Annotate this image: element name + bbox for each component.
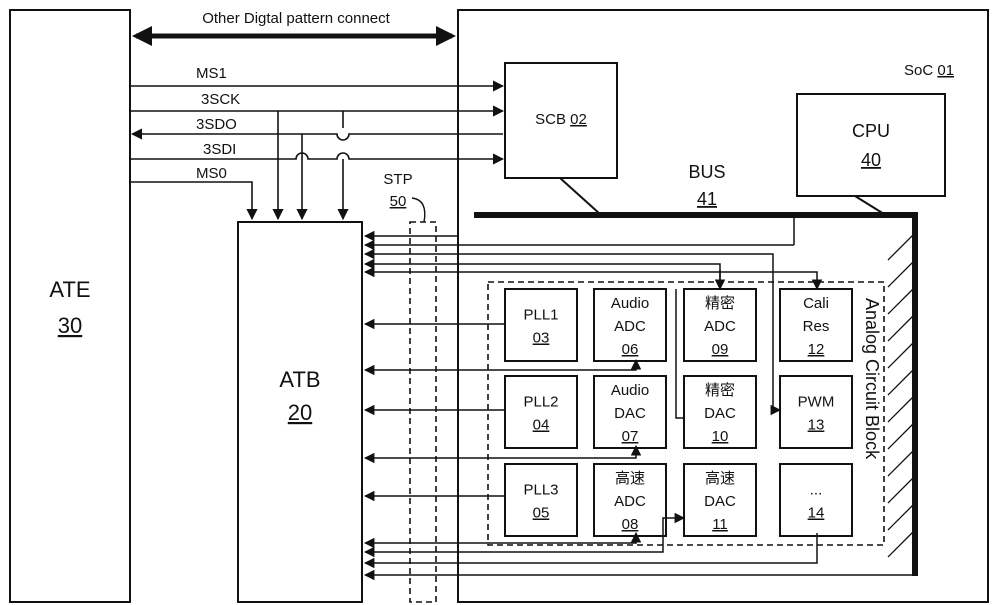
analog-block-label: Res: [803, 318, 830, 335]
analog-block-label: ...: [810, 482, 823, 499]
analog-block-08: 高速 ADC 08: [593, 463, 667, 537]
stp-label: STP: [383, 171, 412, 188]
signal-label-3sdo: 3SDO: [196, 116, 237, 133]
analog-block-11: 高速 DAC 11: [683, 463, 757, 537]
analog-block-number: 11: [712, 516, 728, 533]
atb-label: ATB: [279, 367, 320, 392]
atb-number: 20: [288, 400, 312, 425]
analog-block-number: 14: [808, 505, 825, 522]
analog-block-14: ... 14: [779, 463, 853, 537]
analog-block-number: 13: [808, 417, 825, 434]
analog-block-label: 高速: [705, 470, 735, 487]
stp-box: [409, 221, 437, 603]
analog-block-label: Cali: [803, 295, 829, 312]
analog-block-label: DAC: [704, 493, 736, 510]
analog-block-number: 05: [533, 505, 550, 522]
stp-pointer: [411, 197, 426, 223]
analog-block-label: Audio: [611, 382, 649, 399]
signal-label-ms1: MS1: [196, 65, 227, 82]
analog-block-label: PWM: [798, 394, 835, 411]
cpu-number: 40: [861, 150, 881, 170]
analog-block-box: [504, 288, 578, 362]
scb-bus-link: [559, 177, 601, 215]
analog-block-number: 12: [808, 341, 825, 358]
signal-label-3sck: 3SCK: [201, 91, 240, 108]
analog-block-label: DAC: [704, 405, 736, 422]
cpu-label: CPU: [852, 121, 890, 141]
analog-block-label: PLL2: [523, 394, 558, 411]
analog-block-label: Analog Circuit Block: [862, 298, 882, 460]
top-connection-label: Other Digtal pattern connect: [202, 10, 390, 27]
analog-blocks: PLL103AudioADC06精密ADC09CaliRes12PLL204Au…: [504, 288, 853, 537]
analog-block-13: PWM 13: [779, 375, 853, 449]
analog-block-number: 10: [712, 428, 729, 445]
analog-block-label: 精密: [705, 295, 735, 312]
bus-hatch: [887, 232, 916, 558]
ate-label: ATE: [49, 277, 90, 302]
analog-block-number: 04: [533, 417, 550, 434]
bus-number: 41: [697, 189, 717, 209]
atb-box: [237, 221, 363, 603]
analog-block-number: 03: [533, 330, 550, 347]
analog-block-label: DAC: [614, 405, 646, 422]
analog-block-label: 高速: [615, 470, 645, 487]
analog-block-number: 08: [622, 516, 639, 533]
analog-block-05: PLL3 05: [504, 463, 578, 537]
analog-block-label: ADC: [614, 318, 646, 335]
signal-3sdi: [130, 152, 505, 165]
soc-label: SoC 01: [904, 62, 954, 79]
analog-block-label: ADC: [704, 318, 736, 335]
cpu-box: [796, 93, 946, 197]
stp-number: 50: [390, 193, 407, 210]
analog-block-label: 精密: [705, 382, 735, 399]
analog-block-label: ADC: [614, 493, 646, 510]
analog-block-10: 精密 DAC 10: [683, 375, 757, 449]
analog-block-box: [779, 463, 853, 537]
analog-block-number: 06: [622, 341, 639, 358]
analog-block-label: Audio: [611, 295, 649, 312]
signal-label-ms0: MS0: [196, 165, 227, 182]
signal-3sdo: [130, 128, 503, 141]
analog-block-number: 09: [712, 341, 729, 358]
scb-label: SCB 02: [535, 111, 587, 128]
cpu-bus-link: [854, 195, 885, 215]
analog-block-label: PLL1: [523, 307, 558, 324]
bus-label: BUS: [688, 162, 725, 182]
analog-block-03: PLL1 03: [504, 288, 578, 362]
signal-ms0: [130, 181, 258, 221]
analog-block-box: [779, 375, 853, 449]
atb-links: [363, 214, 914, 581]
analog-block-09: 精密 ADC 09: [683, 288, 757, 362]
analog-block-box: [504, 463, 578, 537]
analog-block-04: PLL2 04: [504, 375, 578, 449]
signal-label-3sdi: 3SDI: [203, 141, 236, 158]
ate-number: 30: [58, 313, 82, 338]
analog-block-box: [683, 463, 757, 537]
analog-block-label: PLL3: [523, 482, 558, 499]
analog-block-box: [504, 375, 578, 449]
analog-block-number: 07: [622, 428, 639, 445]
ate-box: [9, 9, 131, 603]
